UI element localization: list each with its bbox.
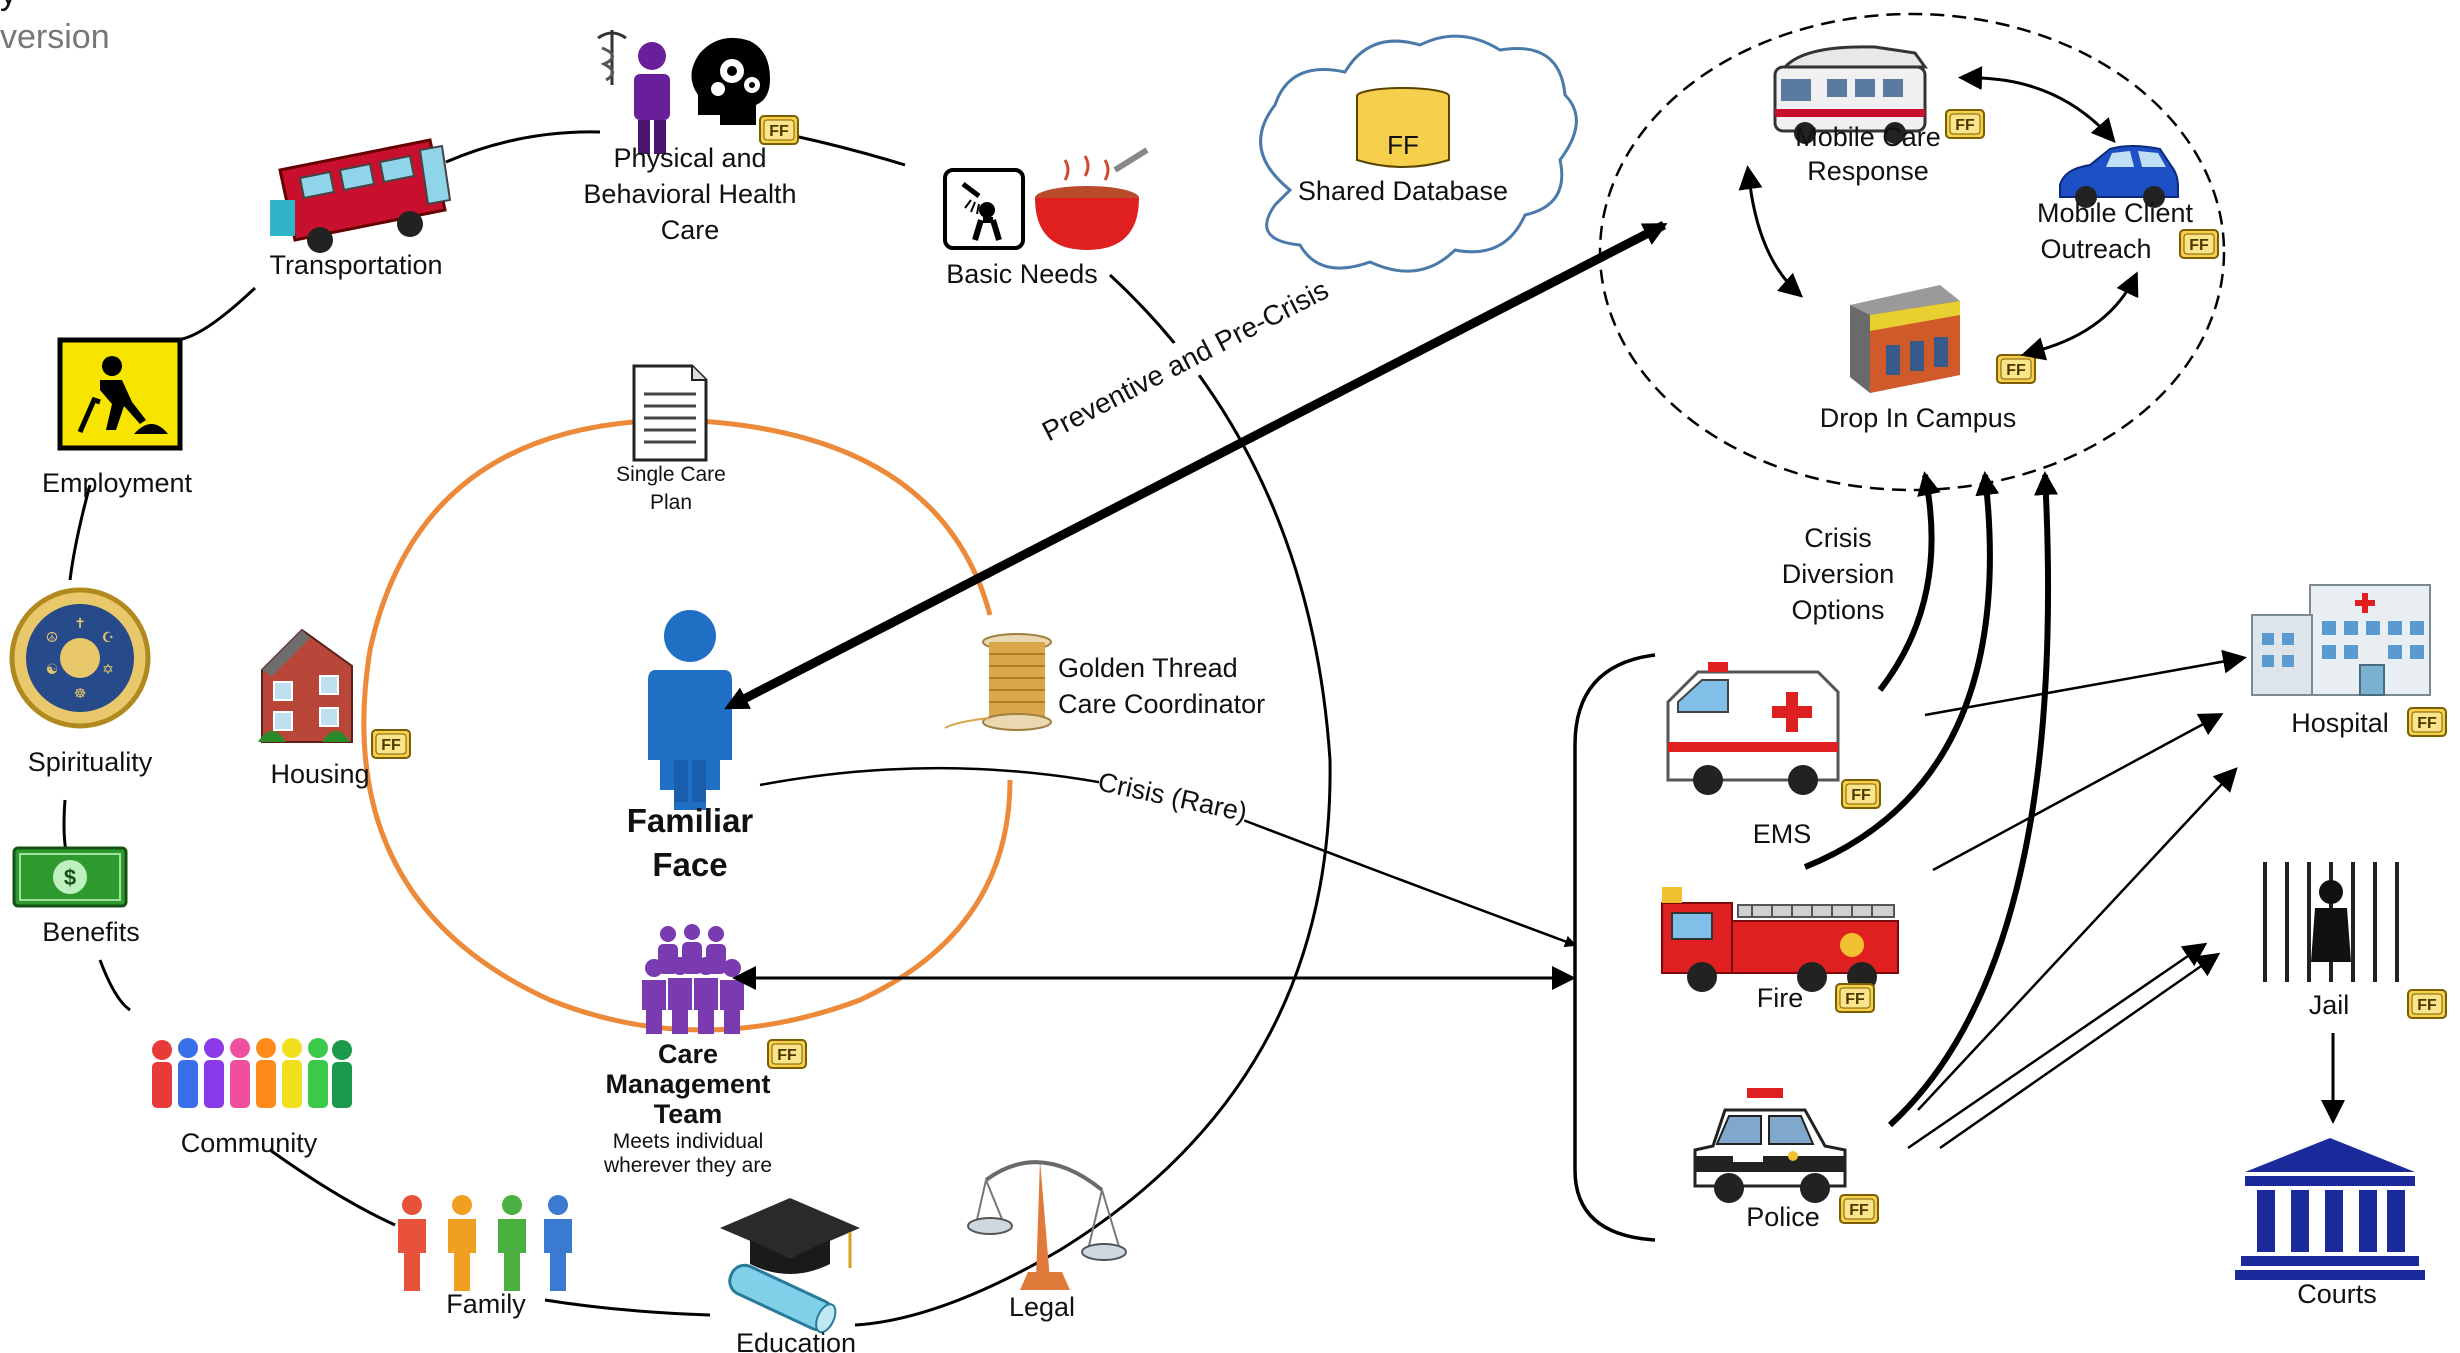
benefits-label: Benefits [42,917,140,947]
care-team-sub-2: wherever they are [603,1154,772,1177]
corner-text-line2: version [0,18,110,56]
single-care-plan-label-1: Single Care [616,463,726,486]
soup-bowl-icon [1035,147,1149,250]
courthouse-icon [2235,1138,2425,1280]
family-icon [398,1195,572,1291]
crisis-arrow-label: Crisis (Rare) [1095,767,1249,828]
police-label: Police [1746,1202,1820,1232]
care-team-sub-1: Meets individual [613,1130,764,1153]
care-team-label-3: Team [654,1099,723,1129]
spirituality-label: Spirituality [28,747,153,777]
ff-badge-drop-in-text: FF [2006,362,2026,379]
svg-text:$: $ [64,865,76,890]
single-care-plan-label-2: Plan [650,491,692,514]
golden-thread-label-2: Care Coordinator [1058,689,1265,719]
fire-truck-icon [1661,887,1899,992]
blue-car-icon [2059,145,2179,208]
responders-bracket [1573,653,1656,1242]
corner-text-line1: y [0,0,17,12]
familiar-face-label-1: Familiar [627,802,754,839]
thread-spool-icon [944,633,1052,731]
hospital-label: Hospital [2291,708,2389,738]
graduation-cap-icon [720,1198,860,1334]
svg-text:☯: ☯ [46,662,59,678]
caduceus-icon [597,30,627,85]
care-team-label-1: Care [658,1039,718,1069]
shared-database-badge-text: FF [1387,130,1419,160]
ff-badge-care-team-text: FF [777,1047,797,1064]
community-label: Community [181,1128,318,1158]
hub-arrows [1738,66,2139,361]
legal-label: Legal [1009,1292,1075,1322]
courts-label: Courts [2297,1279,2377,1309]
building-store-icon [1850,285,1960,393]
golden-thread-label-1: Golden Thread [1058,653,1238,683]
ff-badge-jail-text: FF [2417,997,2437,1014]
police-car-icon [1693,1088,1847,1203]
diversion-label-2: Diversion [1782,559,1895,589]
diversion-arrows [1803,471,2059,1128]
familiar-face-label-2: Face [652,846,727,883]
mobile-outreach-label-2: Outreach [2040,234,2151,264]
ff-badge-health-text: FF [769,123,789,140]
ff-badge-police-text: FF [1849,1202,1869,1219]
person-purple-icon [634,42,670,154]
svg-text:☸: ☸ [74,686,87,702]
physical-health-label-2: Behavioral Health [583,179,796,209]
basic-needs-label: Basic Needs [946,259,1098,289]
worker-sign-icon [57,337,183,451]
mobile-care-label-2: Response [1807,156,1929,186]
shower-icon [943,168,1025,250]
diversion-label-3: Options [1791,595,1884,625]
crisis-label-bg [1096,762,1250,828]
preventive-arrow [724,220,1668,710]
jail-label: Jail [2309,990,2350,1020]
svg-text:☮: ☮ [46,630,59,646]
bus-icon [270,138,452,253]
care-team-icon [642,924,744,1034]
money-bill-icon: $ [12,846,128,908]
ems-label: EMS [1753,819,1812,849]
mobile-care-label-1: Mobile Care [1795,122,1941,152]
rv-vehicle-icon [1773,45,1928,144]
svg-text:✝: ✝ [74,616,86,632]
faith-symbols-icon: ✝ ☪ ✡ ☸ ☯ ☮ [9,587,151,729]
fire-label: Fire [1757,983,1804,1013]
ambulance-icon [1666,662,1840,795]
scales-icon [967,1160,1127,1290]
familiar-face-person-icon [648,610,732,810]
ff-badge-fire-text: FF [1845,991,1865,1008]
ff-badge-housing-text: FF [381,737,401,754]
hospital-building-icon [2251,584,2431,696]
destination-arrows [1907,649,2247,1150]
ff-badge-hospital-text: FF [2417,715,2437,732]
svg-text:✡: ✡ [102,662,114,678]
physical-health-label-1: Physical and [613,143,766,173]
preventive-label-bg [1051,278,1319,442]
physical-health-label-3: Care [661,215,720,245]
shared-database-label: Shared Database [1298,176,1508,206]
transportation-label: Transportation [269,250,442,280]
brain-gears-icon [691,37,770,125]
database-cylinder-icon [1356,87,1450,168]
family-label: Family [446,1289,526,1319]
ff-badge-outreach-text: FF [2189,237,2209,254]
housing-label: Housing [270,759,369,789]
care-team-label-2: Management [605,1069,770,1099]
svg-text:☪: ☪ [102,630,115,646]
employment-label: Employment [42,468,193,498]
jail-bars-icon [2263,862,2399,982]
community-people-icon [152,1038,352,1108]
document-icon [632,364,708,462]
diversion-label-1: Crisis [1804,523,1872,553]
ff-badge-ems-text: FF [1851,787,1871,804]
mobile-outreach-label-1: Mobile Client [2037,198,2194,228]
drop-in-campus-label: Drop In Campus [1820,403,2017,433]
house-icon [258,628,353,743]
ff-badge-mobile-care-text: FF [1955,117,1975,134]
education-label: Education [736,1328,856,1353]
